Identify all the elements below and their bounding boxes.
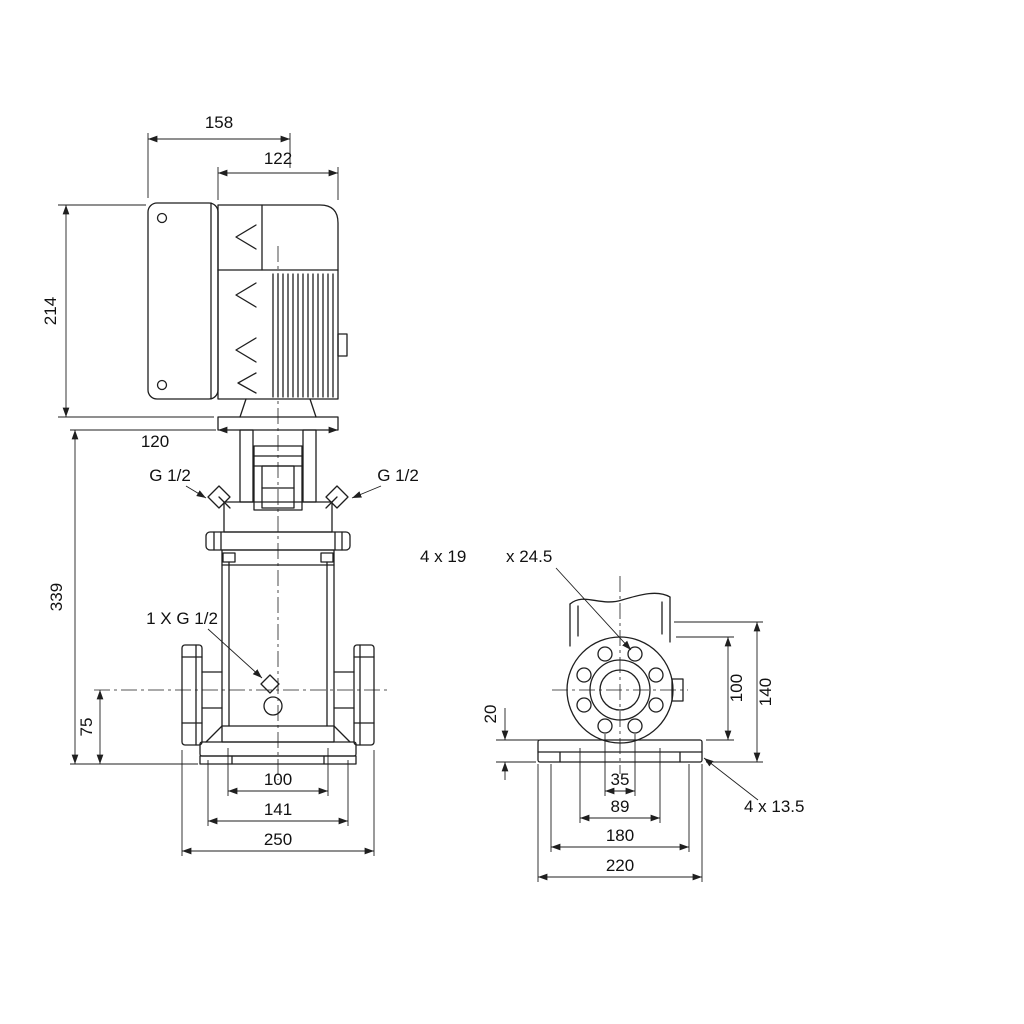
callout-base-holes: 4 x 13.5 <box>744 797 805 816</box>
dim-35: 35 <box>611 770 630 789</box>
dim-220: 220 <box>606 856 634 875</box>
dim-120: 120 <box>141 432 169 451</box>
dimension-labels: 158 122 214 120 339 75 100 141 250 G 1/2… <box>41 113 805 875</box>
staybolt-nut <box>222 552 236 563</box>
flange-bolt-holes <box>576 646 664 734</box>
dim-250: 250 <box>264 830 292 849</box>
dim-75: 75 <box>77 718 96 737</box>
break-line <box>569 592 671 605</box>
vent-plug-left <box>207 485 231 509</box>
label-vent-plug-right: G 1/2 <box>377 466 419 485</box>
dim-339: 339 <box>47 583 66 611</box>
dim-214: 214 <box>41 297 60 325</box>
dim-158: 158 <box>205 113 233 132</box>
staybolts <box>228 561 328 727</box>
dim-122: 122 <box>264 149 292 168</box>
dim-100-front: 100 <box>264 770 292 789</box>
dimension-lines <box>58 133 763 882</box>
motor-fins <box>272 273 334 398</box>
screw-icon <box>156 379 168 391</box>
drain-plug <box>260 674 280 694</box>
staybolt-nut <box>320 552 334 563</box>
screw-icon <box>156 212 168 224</box>
suction-flange <box>181 644 223 746</box>
dim-141: 141 <box>264 800 292 819</box>
discharge-flange <box>333 644 375 746</box>
control-box <box>147 202 219 400</box>
cable-clips <box>235 224 257 394</box>
dim-100-side: 100 <box>727 674 746 702</box>
dim-180: 180 <box>606 826 634 845</box>
label-drain-plug: 1 X G 1/2 <box>146 609 218 628</box>
dim-89: 89 <box>611 797 630 816</box>
vent-plug-right <box>325 485 349 509</box>
dim-20: 20 <box>481 705 500 724</box>
label-vent-plug-left: G 1/2 <box>149 466 191 485</box>
motor <box>217 204 348 400</box>
motor-lug <box>337 333 348 357</box>
gauge-port <box>263 696 283 716</box>
dim-140: 140 <box>756 678 775 706</box>
centerlines <box>94 246 688 780</box>
callout-flange-holes: 4 x 19 <box>420 547 466 566</box>
callout-flange-holes-depth: x 24.5 <box>506 547 552 566</box>
